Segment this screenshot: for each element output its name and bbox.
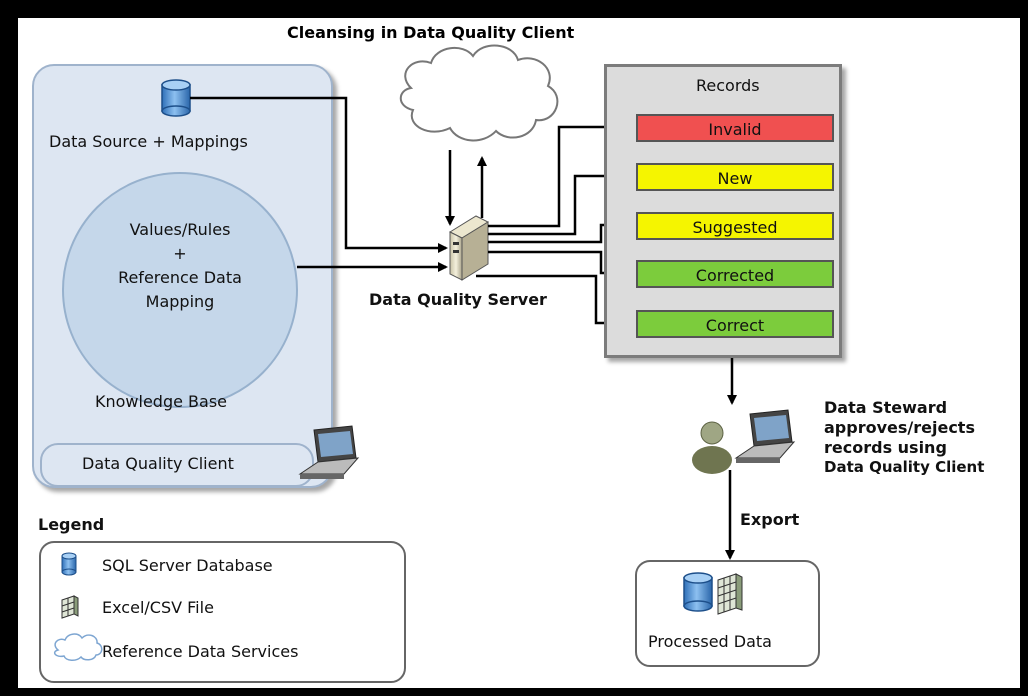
processed-database-icon [683, 572, 713, 612]
legend-item-excel: Excel/CSV File [102, 598, 214, 617]
processed-spreadsheet-icon [717, 573, 743, 615]
database-icon [161, 79, 191, 117]
legend-spreadsheet-icon [61, 595, 79, 619]
diagram-graphics [39, 44, 820, 683]
data-quality-client-label: Data Quality Client [82, 454, 234, 473]
data-quality-client-tab [40, 443, 314, 487]
record-corrected: Corrected [636, 260, 834, 288]
legend-box [39, 541, 406, 683]
steward-line-2: approves/rejects [824, 418, 975, 437]
data-quality-server-label: Data Quality Server [369, 290, 547, 309]
diagram-canvas: Cleansing in Data Quality Client Data Qu… [18, 18, 1020, 688]
circle-line-1: Values/Rules [129, 220, 231, 239]
person-icon [692, 421, 732, 474]
data-source-label: Data Source + Mappings [49, 132, 248, 151]
processed-data-label: Processed Data [648, 632, 772, 651]
server-icon [448, 215, 490, 281]
circle-line-2: + [173, 244, 187, 263]
knowledge-base-circle [62, 172, 298, 408]
cloud-icon [399, 44, 559, 142]
legend-title: Legend [38, 515, 105, 534]
steward-line-1: Data Steward [824, 398, 948, 417]
laptop-icon [298, 425, 360, 479]
knowledge-base-caption: Knowledge Base [95, 392, 227, 411]
steward-line-4: Data Quality Client [824, 458, 985, 476]
legend-database-icon [61, 552, 77, 576]
export-label: Export [740, 510, 800, 529]
legend-cloud-icon [53, 633, 103, 661]
circle-line-4: Mapping [145, 292, 215, 311]
steward-laptop-icon [734, 409, 796, 463]
record-new: New [636, 163, 834, 191]
steward-line-3: records using [824, 438, 947, 457]
legend-item-reference: Reference Data Services [102, 642, 299, 661]
processed-data-box [635, 560, 820, 667]
record-suggested: Suggested [636, 212, 834, 240]
records-panel [604, 64, 842, 358]
record-correct: Correct [636, 310, 834, 338]
legend-item-sql: SQL Server Database [102, 556, 273, 575]
circle-line-3: Reference Data [118, 268, 242, 287]
diagram-title: Cleansing in Data Quality Client [287, 23, 575, 42]
records-header: Records [696, 76, 760, 95]
record-invalid: Invalid [636, 114, 834, 142]
